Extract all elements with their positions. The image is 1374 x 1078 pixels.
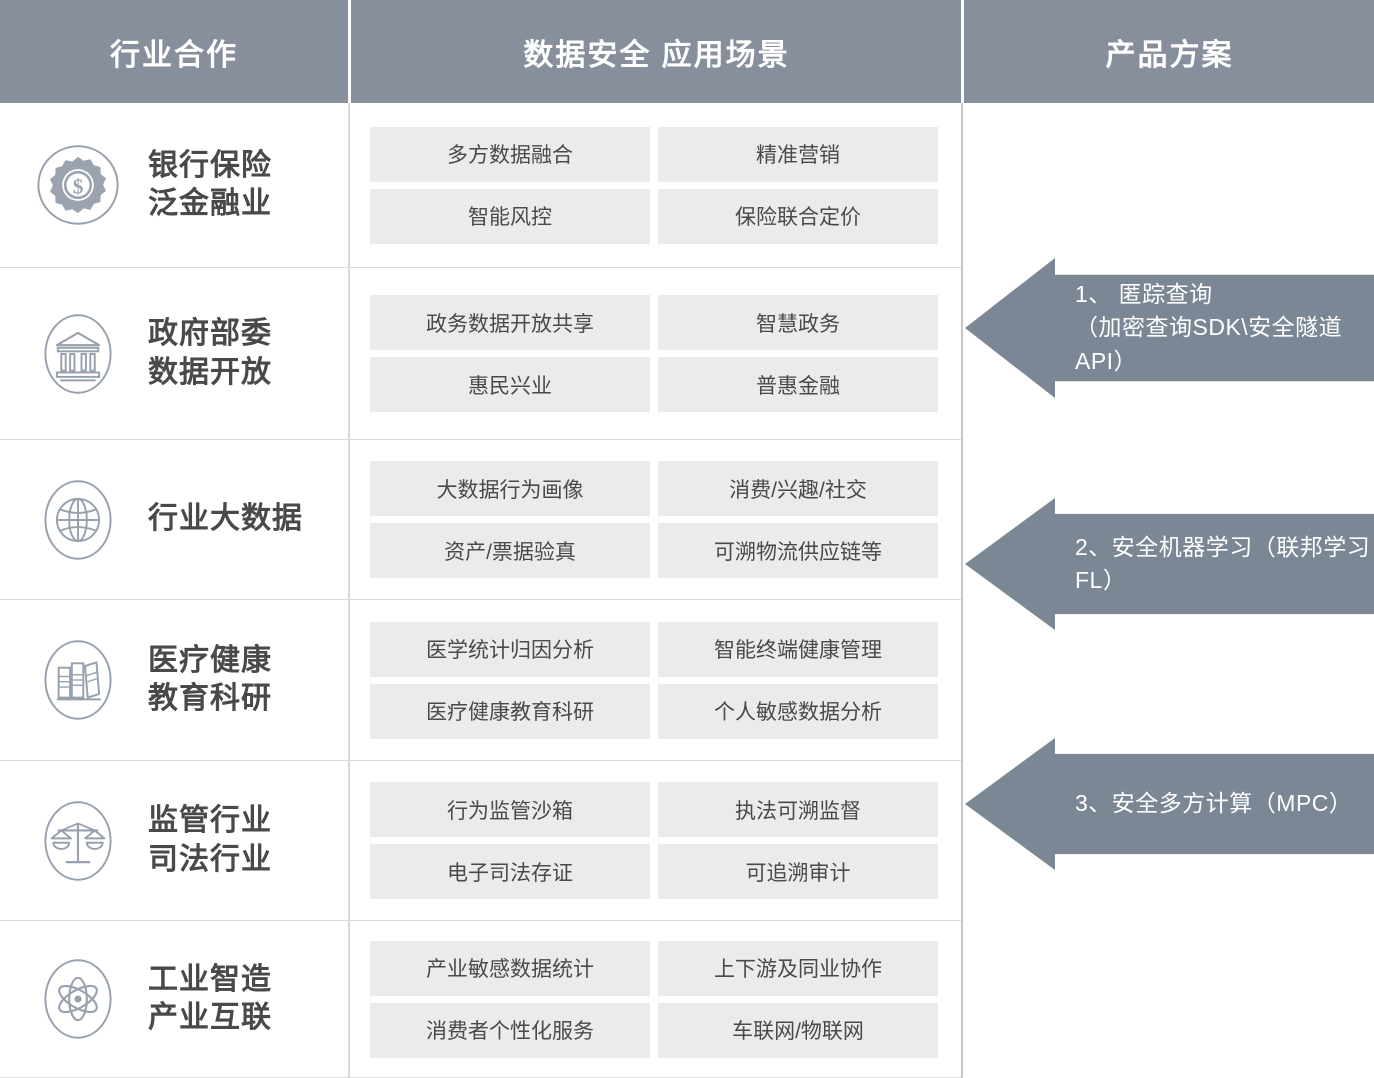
scenario-tag[interactable]: 电子司法存证 (370, 844, 650, 899)
scenario-tag[interactable]: 多方数据融合 (370, 126, 650, 182)
scenario-tag[interactable]: 消费/兴趣/社交 (658, 461, 938, 516)
scenario-tag[interactable]: 可溯物流供应链等 (658, 523, 938, 578)
scenario-tags: 医学统计归因分析 智能终端健康管理 医疗健康教育科研 个人敏感数据分析 (352, 600, 961, 760)
table-row: 监管行业 司法行业 行为监管沙箱 执法可溯监督 电子司法存证 可追溯审计 (0, 761, 961, 921)
tag-row: 医疗健康教育科研 个人敏感数据分析 (370, 683, 949, 739)
globe-icon (44, 479, 112, 560)
industry-cell: $ 银行保险 泛金融业 (0, 103, 348, 267)
product-arrow-1[interactable]: 1、 匿踪查询 （加密查询SDK\安全隧道API） (965, 258, 1374, 398)
industry-cell: 医疗健康 教育科研 (0, 600, 348, 760)
scenario-tag[interactable]: 医疗健康教育科研 (370, 683, 650, 739)
product-arrow-2[interactable]: 2、安全机器学习（联邦学习FL） (965, 498, 1374, 630)
column-rule-industry (348, 103, 350, 1078)
scenario-tags: 行为监管沙箱 执法可溯监督 电子司法存证 可追溯审计 (352, 761, 961, 920)
scenario-tag[interactable]: 可追溯审计 (658, 844, 938, 899)
scenario-tag[interactable]: 上下游及同业协作 (658, 940, 938, 996)
industry-cell: 行业大数据 (0, 440, 348, 599)
table-row: 工业智造 产业互联 产业敏感数据统计 上下游及同业协作 消费者个性化服务 车联网… (0, 921, 961, 1078)
tag-row: 多方数据融合 精准营销 (370, 126, 949, 182)
tag-row: 消费者个性化服务 车联网/物联网 (370, 1002, 949, 1058)
tag-row: 医学统计归因分析 智能终端健康管理 (370, 621, 949, 677)
gear-dollar-icon: $ (37, 145, 119, 225)
industry-label: 监管行业 司法行业 (148, 804, 272, 876)
table-row: 行业大数据 大数据行为画像 消费/兴趣/社交 资产/票据验真 可溯物流供应链等 (0, 440, 961, 600)
header-divider-left (348, 0, 351, 103)
product-arrow-3[interactable]: 3、安全多方计算（MPC） (965, 738, 1374, 870)
industry-label: 银行保险 泛金融业 (148, 148, 272, 220)
industry-cell: 监管行业 司法行业 (0, 761, 348, 920)
justice-scales-icon (44, 800, 112, 881)
column-rule-products (961, 103, 963, 1078)
header-divider-right (961, 0, 964, 103)
header-col-scenarios: 数据安全 应用场景 (352, 0, 961, 103)
scenario-tag[interactable]: 智慧政务 (658, 295, 938, 350)
table-row: $ 银行保险 泛金融业 多方数据融合 精准营销 智能风控 保险联合定价 (0, 103, 961, 268)
industry-label: 工业智造 产业互联 (148, 962, 272, 1034)
scenario-tag[interactable]: 普惠金融 (658, 357, 938, 412)
header-col-scenarios-label: 数据安全 应用场景 (523, 38, 790, 72)
industry-cell: 政府部委 数据开放 (0, 268, 348, 439)
scenario-tag[interactable]: 智能风控 (370, 188, 650, 244)
scenario-tag[interactable]: 政务数据开放共享 (370, 295, 650, 350)
scenario-tag[interactable]: 行为监管沙箱 (370, 782, 650, 837)
atom-icon (44, 959, 112, 1039)
scenario-tag[interactable]: 惠民兴业 (370, 357, 650, 412)
scenario-tag[interactable]: 个人敏感数据分析 (658, 683, 938, 739)
scenario-tag[interactable]: 保险联合定价 (658, 188, 938, 244)
bank-building-icon (44, 313, 112, 394)
tag-row: 惠民兴业 普惠金融 (370, 357, 949, 412)
industry-cell: 工业智造 产业互联 (0, 921, 348, 1077)
tag-row: 电子司法存证 可追溯审计 (370, 844, 949, 899)
table-header: 行业合作 数据安全 应用场景 产品方案 (0, 0, 1374, 103)
table-row: 医疗健康 教育科研 医学统计归因分析 智能终端健康管理 医疗健康教育科研 个人敏… (0, 600, 961, 761)
scenario-tag[interactable]: 智能终端健康管理 (658, 621, 938, 677)
header-col-products-label: 产品方案 (1105, 38, 1234, 72)
header-col-products: 产品方案 (965, 0, 1374, 103)
scenario-tag[interactable]: 精准营销 (658, 126, 938, 182)
industry-label: 行业大数据 (148, 502, 303, 536)
scenario-tag[interactable]: 车联网/物联网 (658, 1002, 938, 1058)
scenario-tags: 大数据行为画像 消费/兴趣/社交 资产/票据验真 可溯物流供应链等 (352, 440, 961, 599)
table-row: 政府部委 数据开放 政务数据开放共享 智慧政务 惠民兴业 普惠金融 (0, 268, 961, 440)
tag-row: 产业敏感数据统计 上下游及同业协作 (370, 940, 949, 996)
scenario-tag[interactable]: 大数据行为画像 (370, 461, 650, 516)
header-col-industry: 行业合作 (0, 0, 348, 103)
scenario-tags: 政务数据开放共享 智慧政务 惠民兴业 普惠金融 (352, 268, 961, 439)
scenario-tag[interactable]: 产业敏感数据统计 (370, 940, 650, 996)
product-arrow-3-label: 3、安全多方计算（MPC） (1075, 790, 1353, 817)
tag-row: 行为监管沙箱 执法可溯监督 (370, 782, 949, 837)
product-arrow-2-label: 2、安全机器学习（联邦学习FL） (1075, 533, 1371, 593)
scenario-tag[interactable]: 医学统计归因分析 (370, 621, 650, 677)
tag-row: 政务数据开放共享 智慧政务 (370, 295, 949, 350)
scenario-tags: 产业敏感数据统计 上下游及同业协作 消费者个性化服务 车联网/物联网 (352, 921, 961, 1077)
product-arrow-1-label: 1、 匿踪查询 （加密查询SDK\安全隧道API） (1075, 280, 1343, 374)
tag-row: 资产/票据验真 可溯物流供应链等 (370, 523, 949, 578)
scenario-tags: 多方数据融合 精准营销 智能风控 保险联合定价 (352, 103, 961, 267)
tag-row: 智能风控 保险联合定价 (370, 188, 949, 244)
industry-label: 政府部委 数据开放 (148, 317, 272, 389)
svg-text:$: $ (73, 174, 84, 198)
scenario-tag[interactable]: 资产/票据验真 (370, 523, 650, 578)
scenario-tag[interactable]: 消费者个性化服务 (370, 1002, 650, 1058)
header-col-industry-label: 行业合作 (110, 38, 238, 72)
books-icon (44, 640, 112, 720)
industry-label: 医疗健康 教育科研 (148, 643, 272, 715)
scenario-tag[interactable]: 执法可溯监督 (658, 782, 938, 837)
tag-row: 大数据行为画像 消费/兴趣/社交 (370, 461, 949, 516)
